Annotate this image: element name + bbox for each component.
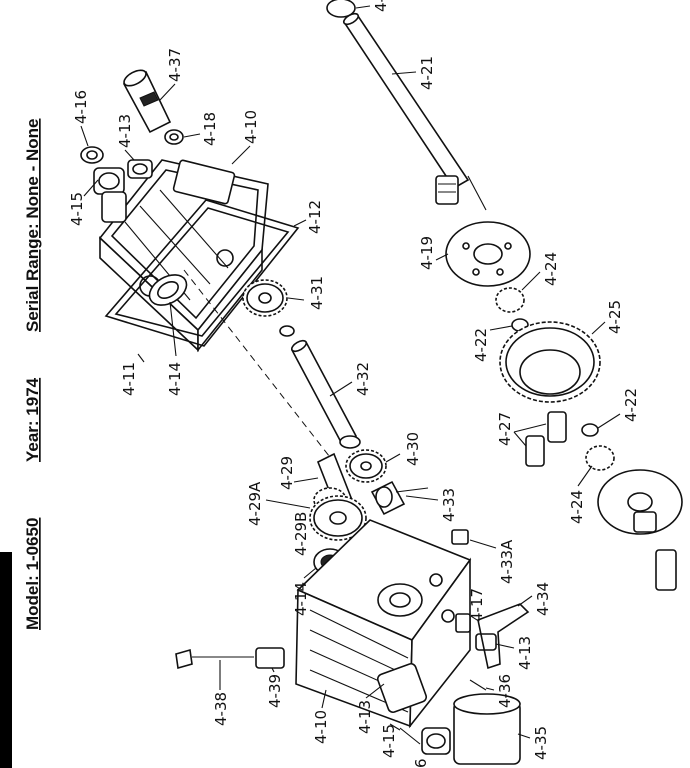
label-4-18: 4-18	[201, 112, 219, 146]
label-4-24-upper: 4-24	[542, 252, 560, 286]
bolt-lower	[399, 727, 421, 745]
fork-4-33	[370, 480, 429, 516]
label-4-11: 4-11	[120, 362, 138, 396]
label-4-29a: 4-29A	[246, 481, 264, 526]
label-4-30: 4-30	[404, 432, 422, 466]
label-4-15-upper: 4-15	[68, 192, 86, 226]
header-info: Model: 1-0650 Year: 1974 Serial Range: N…	[23, 119, 42, 630]
label-4-13-upper: 4-13	[116, 114, 134, 148]
label-4-33a: 4-33A	[498, 539, 516, 584]
bushing-4-18	[164, 129, 184, 145]
label-4-22-lower: 4-22	[622, 388, 640, 422]
label-4-37: 4-37	[166, 48, 184, 82]
label-4-25: 4-25	[606, 300, 624, 334]
label-4-32: 4-32	[354, 362, 372, 396]
page-edge-black-bar	[0, 552, 12, 768]
shaft-4-37	[122, 69, 172, 134]
pin-4-36	[469, 679, 487, 691]
dipstick-4-38	[175, 648, 254, 670]
plug-4-33a	[451, 529, 469, 545]
label-4-34: 4-34	[534, 582, 552, 616]
gear-4-31	[242, 279, 288, 317]
bolt-4-21	[467, 175, 487, 211]
breather-4-39	[255, 647, 285, 669]
filter-4-35	[453, 693, 521, 765]
ring-gear-4-25	[499, 321, 601, 403]
gear-4-30	[345, 449, 387, 483]
shaft-4-32	[290, 339, 361, 449]
pin-4-11	[137, 353, 145, 363]
collar-top	[326, 0, 356, 18]
bearing-4-14-upper	[148, 274, 188, 306]
bolt-4-17	[455, 613, 471, 633]
label-4-17: 4-17	[468, 588, 486, 622]
label-4-24-lower: 4-24	[568, 490, 586, 524]
label-4-29b: 4-29B	[292, 512, 310, 556]
label-4-16: 4-16	[72, 90, 90, 124]
bearing-4-15-lower	[421, 727, 451, 755]
label-4-33: 4-33	[440, 488, 458, 522]
label-4-22-upper: 4-22	[472, 328, 490, 362]
label-4-35: 4-35	[532, 726, 550, 760]
gears-4-27	[525, 411, 567, 467]
label-4-31: 4-31	[308, 276, 326, 310]
label-4-36: 4-36	[496, 674, 514, 708]
label-4-13-lower: 4-13	[516, 636, 534, 670]
gear-4-24-lower	[585, 445, 615, 471]
washer-4-31	[279, 325, 295, 337]
alignment-line	[183, 269, 341, 471]
bearing-4-15-upper	[93, 167, 127, 223]
label-4-10-lower: 4-10	[312, 710, 330, 744]
housing-boss-4-13	[376, 662, 428, 714]
plate-4-19	[445, 221, 531, 287]
part-labels: 4-16 4-13 4-37 4-18 4-10 4-15 4-12 4-11 …	[68, 0, 640, 768]
label-4-21: 4-21	[418, 56, 436, 90]
label-4-10-upper: 4-10	[242, 110, 260, 144]
label-4-14-upper: 4-14	[166, 362, 184, 396]
label-4-19: 4-19	[418, 236, 436, 270]
washer-4-22-lower	[581, 423, 599, 437]
header-year: Year: 1974	[23, 377, 42, 462]
label-4-12: 4-12	[306, 200, 324, 234]
plate-lower-right	[597, 469, 683, 535]
gear-4-24-upper	[495, 287, 525, 313]
label-4-38: 4-38	[212, 692, 230, 726]
header-model: Model: 1-0650	[23, 518, 42, 630]
shaft-lower-right	[655, 549, 677, 591]
gear-cluster-4-29	[309, 452, 367, 541]
label-4-29: 4-29	[278, 456, 296, 490]
header-serial: Serial Range: None - None	[23, 119, 42, 332]
label-4-14-lower: 4-14	[292, 582, 310, 616]
seal-4-16	[80, 146, 104, 164]
label-6: 6	[412, 758, 430, 768]
label-4-13-extra: 4-13	[356, 700, 374, 734]
label-4-15-lower: 4-15	[380, 724, 398, 758]
label-top-cut: 4-	[372, 0, 390, 12]
bearing-4-13-upper	[127, 159, 153, 179]
bearing-4-13-lower	[475, 633, 497, 651]
shaft-4-21	[342, 12, 470, 205]
label-4-27: 4-27	[496, 412, 514, 446]
label-4-39: 4-39	[266, 674, 284, 708]
